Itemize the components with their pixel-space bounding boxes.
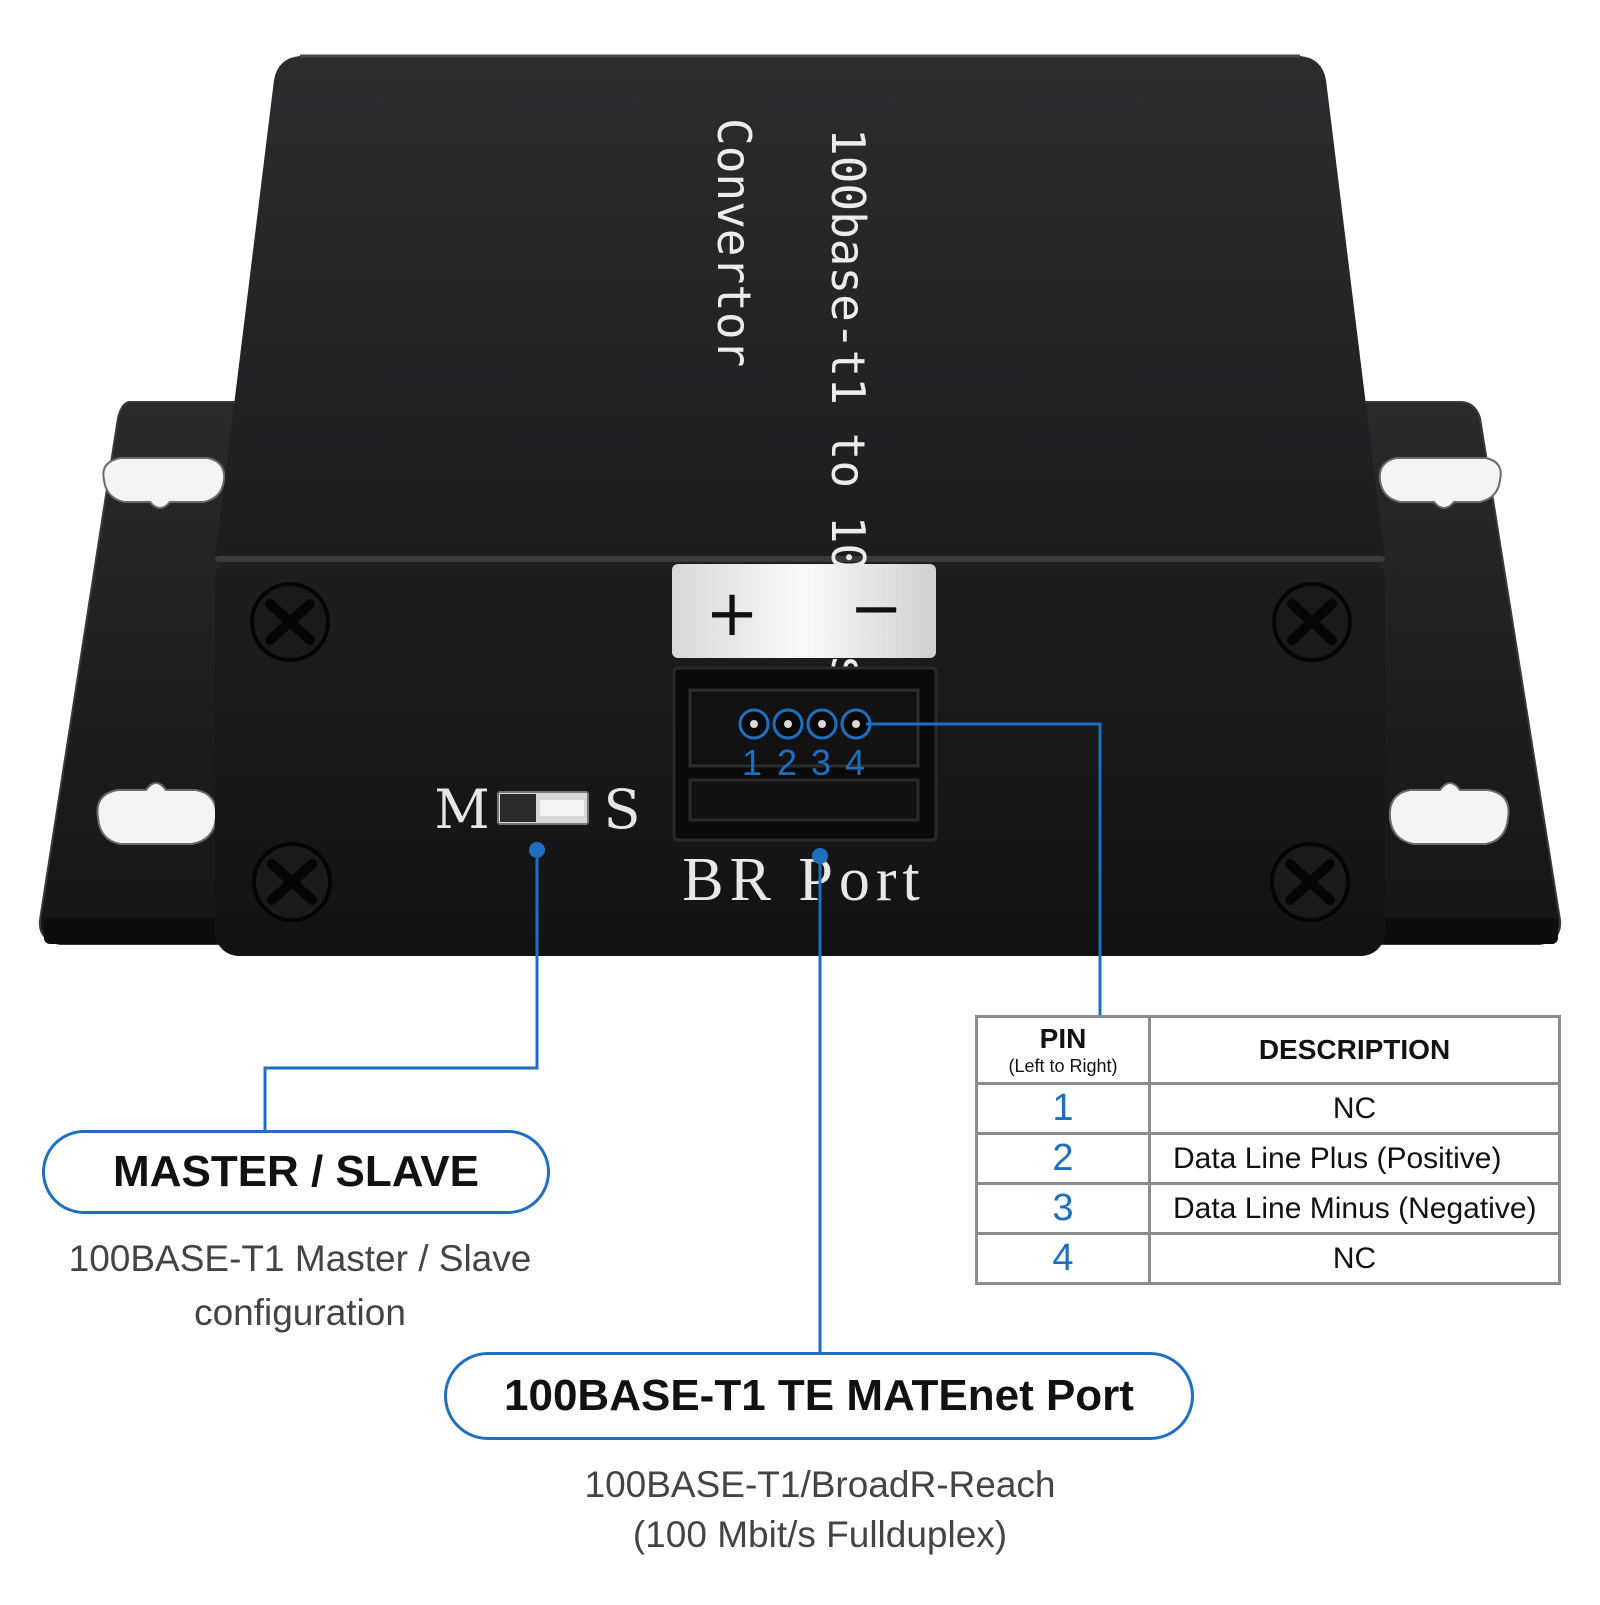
br-port-connector bbox=[672, 666, 938, 842]
terminal-label-block bbox=[672, 564, 936, 658]
master-slave-pill: MASTER / SLAVE bbox=[42, 1130, 550, 1214]
screw-bottom-left bbox=[252, 842, 332, 922]
master-slave-desc-line2: configuration bbox=[194, 1292, 406, 1333]
master-slave-title: MASTER / SLAVE bbox=[113, 1147, 479, 1196]
description-cell: NC bbox=[1148, 1232, 1561, 1285]
description-cell: Data Line Plus (Positive) bbox=[1148, 1132, 1561, 1185]
top-label-line2: Convertor bbox=[707, 118, 761, 367]
br-port-label: BR Port bbox=[682, 846, 926, 914]
matenet-desc-line1: 100BASE-T1/BroadR-Reach bbox=[584, 1464, 1056, 1505]
matenet-port-description: 100BASE-T1/BroadR-Reach (100 Mbit/s Full… bbox=[500, 1460, 1140, 1560]
description-cell: NC bbox=[1148, 1082, 1561, 1135]
enclosure-top-face bbox=[215, 56, 1385, 560]
pin-header: PIN bbox=[1039, 1023, 1087, 1054]
description-header: DESCRIPTION bbox=[1148, 1015, 1561, 1085]
pin-cell: 2 bbox=[975, 1132, 1151, 1185]
description-cell: Data Line Minus (Negative) bbox=[1148, 1182, 1561, 1235]
pin-table-header: PIN (Left to Right) DESCRIPTION bbox=[975, 1015, 1561, 1085]
mounting-slot-bottom-right bbox=[1388, 782, 1510, 845]
matenet-desc-line2: (100 Mbit/s Fullduplex) bbox=[632, 1514, 1008, 1555]
master-slave-leader bbox=[263, 850, 539, 1130]
screw-top-left bbox=[250, 582, 330, 662]
table-row: 2 Data Line Plus (Positive) bbox=[975, 1132, 1561, 1185]
pin-header-sub: (Left to Right) bbox=[1008, 1056, 1118, 1076]
matenet-leader-dot bbox=[812, 848, 828, 864]
screw-bottom-right bbox=[1270, 842, 1350, 922]
matenet-port-pill: 100BASE-T1 TE MATEnet Port bbox=[444, 1352, 1194, 1440]
master-slave-switch[interactable] bbox=[497, 791, 589, 825]
master-slave-leader-dot bbox=[529, 842, 545, 858]
switch-label-s: S bbox=[604, 778, 641, 841]
table-row: 1 NC bbox=[975, 1082, 1561, 1135]
mounting-slot-top-left bbox=[102, 457, 226, 509]
pin-number-2: 2 bbox=[777, 742, 797, 783]
pin-cell: 3 bbox=[975, 1182, 1151, 1235]
screw-top-right bbox=[1272, 582, 1352, 662]
terminal-minus: − bbox=[849, 572, 903, 646]
pin-cell: 4 bbox=[975, 1232, 1151, 1285]
pin-number-4: 4 bbox=[845, 742, 865, 783]
pin-number-1: 1 bbox=[742, 742, 762, 783]
table-row: 3 Data Line Minus (Negative) bbox=[975, 1182, 1561, 1235]
mounting-slot-top-right bbox=[1378, 457, 1502, 509]
pin-table-leader bbox=[866, 722, 1102, 1015]
callout-leader-lines bbox=[263, 722, 1102, 1352]
matenet-port-title: 100BASE-T1 TE MATEnet Port bbox=[504, 1371, 1134, 1420]
pin-header-cell: PIN (Left to Right) bbox=[975, 1015, 1151, 1085]
pin-description-table: PIN (Left to Right) DESCRIPTION 1 NC 2 D… bbox=[975, 1015, 1561, 1285]
pin-cell: 1 bbox=[975, 1082, 1151, 1135]
terminal-plus: + bbox=[705, 577, 759, 651]
table-row: 4 NC bbox=[975, 1232, 1561, 1285]
pin-number-3: 3 bbox=[811, 742, 831, 783]
master-slave-desc-line1: 100BASE-T1 Master / Slave bbox=[68, 1238, 532, 1279]
master-slave-description: 100BASE-T1 Master / Slave configuration bbox=[30, 1232, 570, 1340]
switch-label-m: M bbox=[434, 778, 489, 841]
mounting-slot-bottom-left bbox=[96, 782, 218, 845]
pin-circles bbox=[738, 708, 872, 740]
